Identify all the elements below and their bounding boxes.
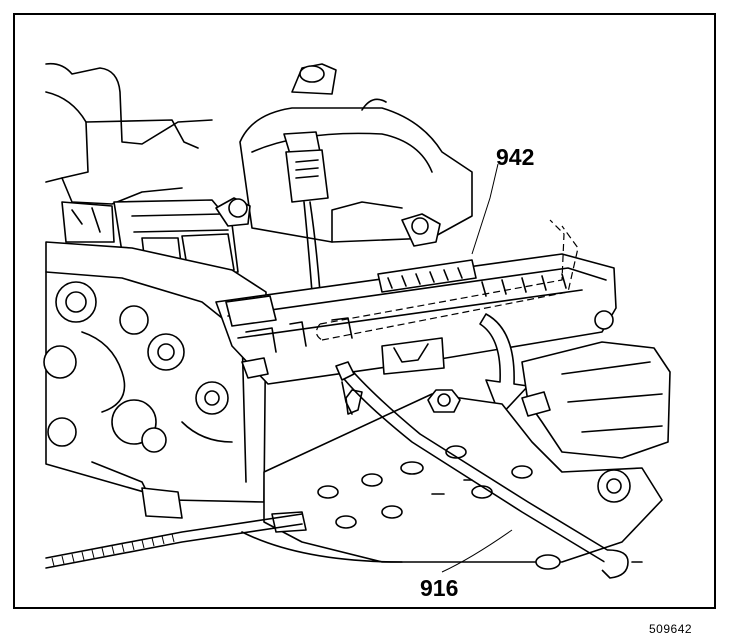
actuator-housing [239,63,473,243]
figure-number: 509642 [649,622,693,636]
callout-942-label: 942 [496,144,535,170]
right-bracket [521,341,671,459]
valve-body-casting [43,241,267,519]
lower-rail [45,513,403,569]
transmission-valve-body-drawing [43,62,671,579]
casting-outline [45,62,213,205]
phantom-outline [315,219,579,341]
callout-916-label: 916 [420,575,459,601]
electrical-connector [283,131,329,293]
tube-916 [335,361,643,579]
plate-bolts [345,389,461,415]
leader-lines [441,163,513,573]
solenoid-body [215,253,617,385]
connector-942 [377,213,477,293]
illustration-frame: 942 916 [13,13,716,609]
lower-plate [263,393,663,570]
